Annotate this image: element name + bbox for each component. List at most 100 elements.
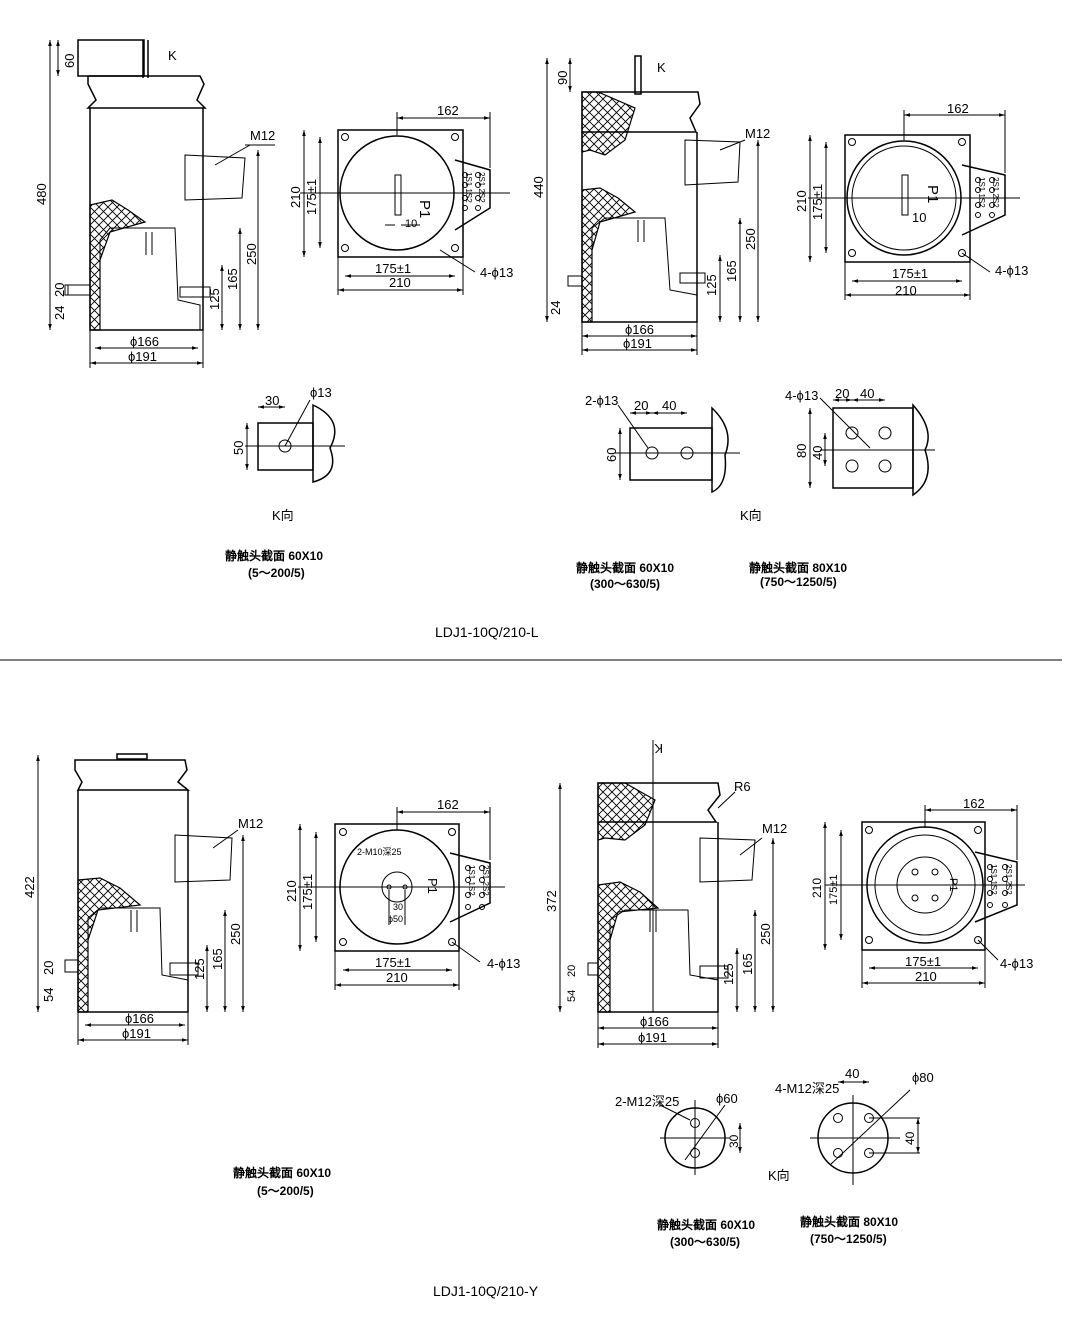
dim-54-4: 54	[566, 990, 578, 1002]
dim-210-h-c: 210	[386, 970, 408, 985]
top-planb-terminal-label: 1S1 1S2	[977, 177, 986, 208]
top-k-view-2: 2-ϕ13 20 40 60 K向	[585, 393, 762, 523]
bottom-front-view-1: 422 M12 250 165 125 20 54 ϕ166 ϕ191	[22, 753, 263, 1045]
holes-4-d13: 4-ϕ13	[785, 388, 818, 403]
k-label-2: K	[657, 60, 666, 75]
dim-d191-2: ϕ191	[623, 336, 652, 351]
dim-d166: ϕ166	[130, 334, 159, 349]
model-top: LDJ1-10Q/210-L	[435, 624, 539, 640]
caption-bottom-1-range: (5～200/5)	[257, 1184, 314, 1198]
dim-175-v-c: 175±1	[300, 874, 315, 910]
dim-165: 165	[225, 268, 240, 290]
dim-250-3: 250	[228, 923, 243, 945]
dim-24-2: 24	[548, 301, 563, 315]
caption-bottom-2-name: 静触头截面 60X10	[657, 1217, 755, 1232]
dim-20-4: 20	[566, 965, 578, 977]
bottom-plan-terminal-label: 2S1 2S2	[481, 865, 490, 896]
top-front-view-2: 90 K 440 M12 250 165 125 24 ϕ166 ϕ191	[531, 55, 770, 355]
top-plan-terminal-label: 2S1 2S2	[477, 172, 486, 203]
dim-175-h-d: 175±1	[905, 954, 941, 969]
holes-label-d: 4-ϕ13	[1000, 956, 1033, 971]
dim-24: 24	[52, 306, 67, 320]
dim-165-4: 165	[740, 953, 755, 975]
dim-d166-3: ϕ166	[125, 1011, 154, 1026]
top-front-view-1: 60 K 480 M12 250 165 125 20 24 ϕ166 ϕ191	[34, 39, 275, 368]
caption-top-2-range: (300～630/5)	[590, 577, 660, 591]
bottom-plan-terminal-label: 1S1 1S2	[467, 865, 476, 896]
dim-20-3: 20	[41, 961, 56, 975]
bottom-k-view-1: 2-M12深25 ϕ60 30	[615, 1091, 742, 1175]
top-k-view-3: 4-ϕ13 20 40 80 40	[785, 386, 935, 497]
dim-125-3: 125	[192, 958, 207, 980]
dim-d50-c: ϕ50	[388, 914, 403, 924]
dim-165-3: 165	[210, 948, 225, 970]
top-planb-terminal-label: 2S1 2S2	[991, 177, 1000, 208]
dim-210-v: 210	[288, 186, 303, 208]
caption-top-2-name: 静触头截面 60X10	[576, 560, 674, 575]
dim-480: 480	[34, 183, 49, 205]
dim-210-h-b: 210	[895, 283, 917, 298]
r6-label: R6	[734, 779, 751, 794]
dim-40-k2: 40	[662, 398, 676, 413]
thread-2-m10: 2-M10深25	[357, 847, 402, 857]
dim-372: 372	[544, 890, 559, 912]
top-plan-view-2: 162 210 175±1 P1 10 175±1 210 4-ϕ13	[794, 101, 1028, 300]
dim-d166-2: ϕ166	[625, 322, 654, 337]
dim-40-k-v: 40	[903, 1131, 917, 1145]
bottom-front-view-2: K R6 M12 372 250 165 125 20 54 ϕ166 ϕ191	[544, 740, 787, 1048]
caption-top-1-range: (5～200/5)	[248, 566, 305, 580]
caption-top-3-name: 静触头截面 80X10	[749, 560, 847, 575]
holes-2-d13: 2-ϕ13	[585, 393, 618, 408]
caption-bottom-3-name: 静触头截面 80X10	[800, 1214, 898, 1229]
dim-175-v-d: 175±1	[828, 874, 840, 905]
dim-40-k3: 40	[860, 386, 874, 401]
dim-175-h: 175±1	[375, 261, 411, 276]
bottom-plan-view-1: 162 210 175±1 P1 2-M10深25 30 ϕ50 175±1 2…	[284, 797, 520, 990]
dim-175-h-c: 175±1	[375, 955, 411, 970]
dim-d166-4: ϕ166	[640, 1014, 669, 1029]
dim-125-2: 125	[704, 274, 719, 296]
m12-label-3: M12	[238, 816, 263, 831]
dim-162: 162	[437, 103, 459, 118]
holes-label-b: 4-ϕ13	[995, 263, 1028, 278]
dim-162-c: 162	[437, 797, 459, 812]
dim-250: 250	[244, 243, 259, 265]
caption-top-3-range: (750～1250/5)	[760, 575, 837, 589]
dim-125-4: 125	[721, 963, 736, 985]
hole-d13: ϕ13	[310, 385, 332, 400]
top-plan-terminal-label: 1S1 1S2	[464, 172, 473, 203]
p1-label-d: P1	[947, 878, 959, 891]
dim-210-v-d: 210	[810, 878, 824, 898]
dim-20-k2: 20	[634, 398, 648, 413]
dim-d191-4: ϕ191	[638, 1030, 667, 1045]
dim-d191-3: ϕ191	[122, 1026, 151, 1041]
dim-165-2: 165	[724, 260, 739, 282]
holes-label-c: 4-ϕ13	[487, 956, 520, 971]
holes-label: 4-ϕ13	[480, 265, 513, 280]
dim-210-v-b: 210	[794, 190, 809, 212]
dim-422: 422	[22, 876, 37, 898]
caption-bottom-2-range: (300～630/5)	[670, 1235, 740, 1249]
dim-162-b: 162	[947, 101, 969, 116]
dim-60: 60	[62, 54, 77, 68]
top-k-view-1: 30 ϕ13 50 K向	[231, 385, 345, 523]
dim-162-d: 162	[963, 796, 985, 811]
dim-d191: ϕ191	[128, 349, 157, 364]
caption-bottom-1-name: 静触头截面 60X10	[233, 1165, 331, 1180]
dim-d60: ϕ60	[716, 1091, 738, 1106]
caption-top-1-name: 静触头截面 60X10	[225, 548, 323, 563]
dim-80-k3: 80	[794, 444, 809, 458]
thread-4-m12: 4-M12深25	[775, 1081, 839, 1096]
k-direction-1: K向	[272, 508, 294, 523]
dim-40-k3-v: 40	[810, 446, 825, 460]
dim-30-c: 30	[393, 902, 403, 912]
dim-30: 30	[265, 393, 279, 408]
dim-40-k: 40	[845, 1066, 859, 1081]
dim-210-h: 210	[389, 275, 411, 290]
caption-bottom-3-range: (750～1250/5)	[810, 1232, 887, 1246]
top-plan-view-1: 162 210 175±1 P1 10 175±1 210 4-ϕ13	[288, 103, 513, 295]
m12-label-4: M12	[762, 821, 787, 836]
model-bottom: LDJ1-10Q/210-Y	[433, 1283, 539, 1299]
